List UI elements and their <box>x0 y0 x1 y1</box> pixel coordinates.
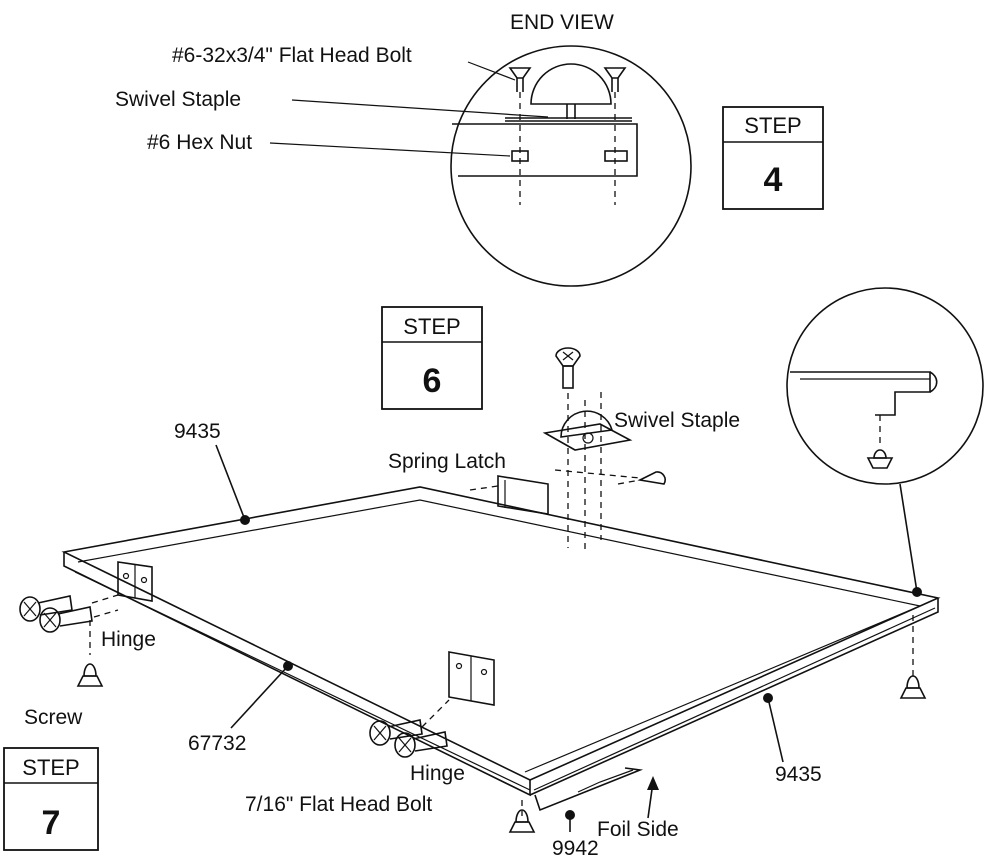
flat-head-bolt-right <box>603 67 627 205</box>
hinge-left <box>117 561 153 602</box>
end-view-circle <box>450 45 692 287</box>
edge-detail-circle <box>786 287 984 485</box>
label-hinge-left: Hinge <box>101 628 156 651</box>
callout-dot-9435-right <box>763 693 773 703</box>
label-screw: Screw <box>24 706 83 729</box>
label-9942: 9942 <box>552 837 599 859</box>
step-box-4: STEP 4 <box>722 106 824 210</box>
screw-left <box>76 620 104 687</box>
label-flat-head-bolt: #6-32x3/4" Flat Head Bolt <box>172 44 412 67</box>
top-bolt <box>555 347 581 389</box>
hinge-bottom <box>448 651 495 706</box>
hex-nut-left <box>511 150 529 162</box>
callout-dot-67732 <box>283 661 293 671</box>
panel-assembly <box>19 347 941 833</box>
dome-cap <box>530 63 612 105</box>
panel-right-edge <box>529 598 939 796</box>
label-9435-top: 9435 <box>174 420 221 443</box>
hex-nut-right <box>604 150 628 162</box>
callout-dot-9435-top <box>240 515 250 525</box>
label-9435-right: 9435 <box>775 763 822 786</box>
screw-right <box>899 615 927 699</box>
callout-dot-9942 <box>565 810 575 820</box>
screw-bottom <box>508 800 536 833</box>
step-4-number: 4 <box>764 161 783 199</box>
label-swivel-staple: Swivel Staple <box>115 88 241 111</box>
end-view-title: END VIEW <box>510 11 614 34</box>
step-7-number: 7 <box>42 804 61 842</box>
flat-head-bolts-left <box>19 594 119 633</box>
label-67732: 67732 <box>188 732 246 755</box>
label-flat-head-bolt-main: 7/16" Flat Head Bolt <box>245 793 432 816</box>
label-spring-latch: Spring Latch <box>388 450 506 473</box>
step-4-title: STEP <box>744 113 801 138</box>
callout-dot-edge-detail <box>912 587 922 597</box>
panel-front-edge <box>63 552 531 797</box>
label-swivel-staple-main: Swivel Staple <box>614 409 740 432</box>
step-box-7: STEP 7 <box>3 747 99 851</box>
label-foil-side: Foil Side <box>597 818 679 841</box>
label-hex-nut: #6 Hex Nut <box>147 131 252 154</box>
channel-9942 <box>534 767 644 812</box>
step-box-6: STEP 6 <box>381 306 483 410</box>
step-7-title: STEP <box>22 755 79 780</box>
channel-section <box>452 123 638 177</box>
flat-head-bolt-left <box>508 67 532 205</box>
swivel-staple-assembly <box>542 392 641 550</box>
step-6-number: 6 <box>423 362 442 400</box>
spring-latch <box>469 475 549 515</box>
end-view-detail: END VIEW #6-32x3/4" Flat Head Bolt <box>115 11 692 287</box>
label-hinge-bottom: Hinge <box>410 762 465 785</box>
flat-head-bolts-bottom <box>369 699 450 758</box>
part-labels: 9435 Swivel Staple Spring Latch Hinge Sc… <box>24 409 822 859</box>
edge-detail <box>786 287 984 597</box>
latch-screw <box>617 471 666 485</box>
step-6-title: STEP <box>403 314 460 339</box>
